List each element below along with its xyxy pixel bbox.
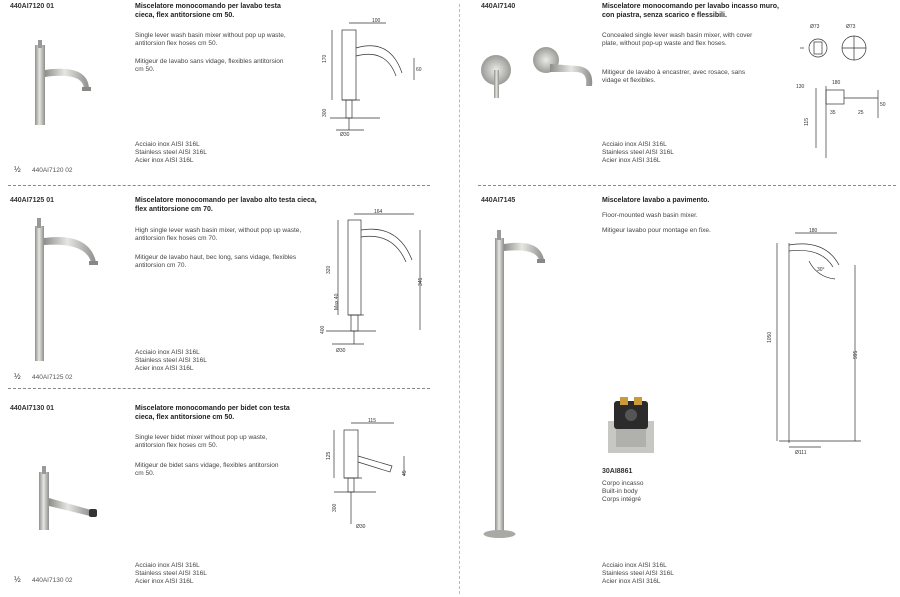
- dim-label: 400: [320, 325, 326, 334]
- dim-label: 115: [804, 118, 810, 126]
- material-en: Stainless steel AISI 316L: [135, 148, 207, 156]
- product-title: Miscelatore monocomando per lavabo incas…: [602, 3, 779, 19]
- body-code: 30AI8861: [602, 468, 633, 475]
- materials-list: Acciaio inox AISI 316L Stainless steel A…: [135, 141, 207, 164]
- dim-label: 164: [374, 209, 383, 215]
- material-fr: Acier inox AISI 316L: [135, 156, 194, 164]
- column-divider: [459, 4, 460, 594]
- mixer-photo: [481, 47, 593, 98]
- technical-drawing: 115 125 45 300 Ø30: [326, 418, 408, 530]
- product-text-en: High single lever wash basin mixer, with…: [135, 227, 302, 242]
- materials-list: Acciaio inox AISI 316L Stainless steel A…: [602, 562, 674, 585]
- product-text-fr: Mitigeur de lavabo haut, bec long, sans …: [135, 254, 297, 269]
- material-it: Acciaio inox AISI 316L: [602, 141, 667, 148]
- bidet-mixer-photo: [39, 466, 97, 530]
- product-title: Miscelatore monocomando per lavabo testa…: [135, 3, 281, 19]
- dim-label: 995: [853, 350, 859, 359]
- product-code: 440AI7125 01: [10, 197, 54, 204]
- material-it: Acciaio inox AISI 316L: [602, 562, 667, 569]
- product-text-en: Single lever bidet mixer without pop up …: [135, 434, 268, 449]
- section-divider: [8, 388, 430, 389]
- dim-label: Ø30: [356, 524, 366, 530]
- dim-label: 35: [830, 110, 836, 116]
- body-text-fr: Corps intégré: [602, 495, 642, 503]
- dim-label: 125: [326, 451, 332, 460]
- dim-label: 320: [326, 265, 332, 274]
- dim-label: 100: [372, 18, 381, 24]
- mixer-photo: [35, 40, 91, 125]
- dim-label: Ø30: [340, 132, 350, 138]
- dim-label: 170: [322, 54, 328, 63]
- variant-code: 440AI7125 02: [32, 374, 73, 381]
- product-code: 440AI7130 01: [10, 405, 54, 412]
- body-text-it: Corpo incasso: [602, 480, 644, 487]
- dim-label: 180: [809, 228, 818, 234]
- dim-label: Ø73: [846, 24, 856, 30]
- variant-code: 440AI7130 02: [32, 577, 73, 584]
- product-text-fr: Mitigeur de lavabo à encastrer, avec ros…: [602, 69, 746, 84]
- dim-label: 345: [418, 277, 424, 286]
- product-code: 440AI7120 01: [10, 3, 54, 10]
- dim-label: 45: [402, 470, 408, 476]
- material-fr: Acier inox AISI 316L: [135, 577, 194, 585]
- body-description: Corpo incasso Built-in body Corps intégr…: [602, 480, 644, 503]
- material-fr: Acier inox AISI 316L: [602, 156, 661, 164]
- dim-label: 130: [796, 84, 805, 90]
- material-en: Stainless steel AISI 316L: [602, 569, 674, 577]
- technical-drawing: Ø73 Ø73 180 130 50 115 35 25: [796, 24, 886, 158]
- dim-label: 1050: [767, 332, 773, 343]
- product-title: Miscelatore monocomando per lavabo alto …: [135, 197, 317, 213]
- materials-list: Acciaio inox AISI 316L Stainless steel A…: [602, 141, 674, 164]
- dim-label: 30°: [817, 267, 825, 273]
- technical-drawing: 164 320 345 Max 40 400 Ø30: [320, 209, 424, 354]
- product-text-en: Floor-mounted wash basin mixer.: [602, 212, 698, 219]
- material-en: Stainless steel AISI 316L: [135, 569, 207, 577]
- dim-label: 300: [322, 108, 328, 117]
- material-it: Acciaio inox AISI 316L: [135, 349, 200, 356]
- product-text-fr: Mitigeur lavabo pour montage en fixe.: [602, 227, 711, 234]
- dim-label: 180: [832, 80, 841, 86]
- technical-drawing: 100 170 60 300 Ø30: [322, 18, 422, 138]
- dim-label: Ø111: [795, 450, 807, 456]
- product-text-en: Single lever wash basin mixer without po…: [135, 32, 286, 47]
- mixer-photo: [35, 218, 98, 361]
- product-text-fr: Mitigeur de lavabo sans vidage, flexible…: [135, 58, 284, 73]
- dim-label: Ø73: [810, 24, 820, 30]
- dim-label: 25: [858, 110, 864, 116]
- body-text-en: Built-in body: [602, 487, 638, 495]
- built-in-body-photo: [608, 397, 654, 453]
- half-inch-icon: ½: [14, 575, 21, 584]
- materials-list: Acciaio inox AISI 316L Stainless steel A…: [135, 562, 207, 585]
- material-it: Acciaio inox AISI 316L: [135, 141, 200, 148]
- dim-label: Max 40: [334, 293, 340, 310]
- materials-list: Acciaio inox AISI 316L Stainless steel A…: [135, 349, 207, 372]
- product-text-en: Concealed single lever wash basin mixer,…: [602, 32, 753, 47]
- material-fr: Acier inox AISI 316L: [135, 364, 194, 372]
- product-code: 440AI7145: [481, 197, 516, 204]
- dim-label: 115: [368, 418, 376, 424]
- half-inch-icon: ½: [14, 372, 21, 381]
- dim-label: Ø30: [336, 348, 346, 354]
- product-text-fr: Mitigeur de bidet sans vidage, flexibles…: [135, 462, 279, 477]
- product-title: Miscelatore monocomando per bidet con te…: [135, 405, 290, 421]
- material-fr: Acier inox AISI 316L: [602, 577, 661, 585]
- technical-drawing: 180 30° 1050 995 Ø111: [767, 228, 861, 456]
- product-title: Miscelatore lavabo a pavimento.: [602, 197, 710, 204]
- section-divider: [8, 185, 430, 186]
- variant-code: 440AI7120 02: [32, 167, 73, 174]
- material-it: Acciaio inox AISI 316L: [135, 562, 200, 569]
- material-en: Stainless steel AISI 316L: [135, 356, 207, 364]
- half-inch-icon: ½: [14, 165, 21, 174]
- section-divider: [478, 185, 896, 186]
- product-code: 440AI7140: [481, 3, 516, 10]
- dim-label: 50: [880, 102, 886, 108]
- dim-label: 300: [332, 503, 338, 512]
- dim-label: 60: [416, 67, 422, 73]
- floor-mixer-photo: [483, 230, 545, 538]
- material-en: Stainless steel AISI 316L: [602, 148, 674, 156]
